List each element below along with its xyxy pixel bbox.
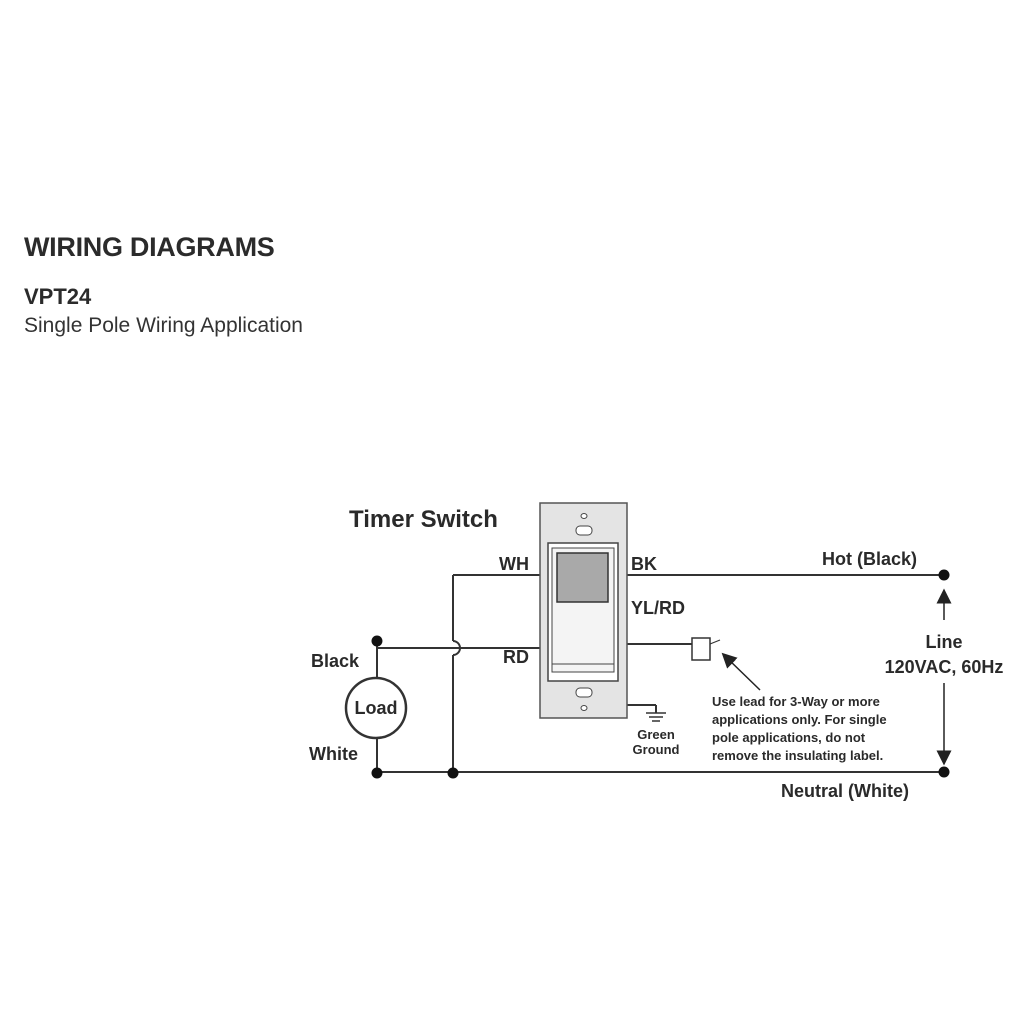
load-white-label: White	[309, 744, 358, 764]
bk-terminal-label: BK	[631, 554, 657, 574]
load-black-label: Black	[311, 651, 360, 671]
mounting-screw-bottom	[580, 705, 588, 711]
rd-terminal-label: RD	[503, 647, 529, 667]
insulating-label-icon	[691, 637, 721, 661]
timer-switch-label: Timer Switch	[349, 506, 498, 533]
neutral-terminal-dot	[938, 766, 950, 778]
application-subtitle: Single Pole Wiring Application	[24, 314, 303, 337]
line-spec-label: 120VAC, 60Hz	[885, 657, 1004, 677]
mounting-screw-top	[580, 513, 588, 519]
load-symbol: Load	[344, 676, 408, 740]
timer-button	[556, 552, 609, 603]
mounting-slot-top	[575, 525, 593, 536]
ground-icon	[646, 712, 666, 722]
load-white-dot	[371, 767, 383, 779]
load-black-dot	[371, 635, 383, 647]
mounting-slot-bottom	[575, 687, 593, 698]
neutral-label: Neutral (White)	[781, 781, 909, 801]
model-number: VPT24	[24, 284, 92, 309]
wh-terminal-label: WH	[499, 554, 529, 574]
load-label: Load	[355, 698, 398, 718]
hot-terminal-dot	[938, 569, 950, 581]
ground-label-green: Green	[637, 727, 675, 742]
timer-switch-device	[539, 502, 628, 719]
line-label: Line	[925, 632, 962, 652]
page-title: WIRING DIAGRAMS	[24, 232, 275, 262]
wires	[376, 574, 944, 774]
yl-rd-terminal-label: YL/RD	[631, 598, 685, 618]
hot-label: Hot (Black)	[822, 549, 917, 569]
neutral-junction-dot	[447, 767, 459, 779]
ground-label-ground: Ground	[633, 742, 680, 757]
terminal-dots	[371, 569, 950, 779]
note-line-1: Use lead for 3-Way or more	[712, 694, 880, 709]
note-line-2: applications only. For single	[712, 712, 887, 727]
note-line-4: remove the insulating label.	[712, 748, 883, 763]
note-pointer-arrow	[721, 652, 761, 691]
note-line-3: pole applications, do not	[712, 730, 866, 745]
